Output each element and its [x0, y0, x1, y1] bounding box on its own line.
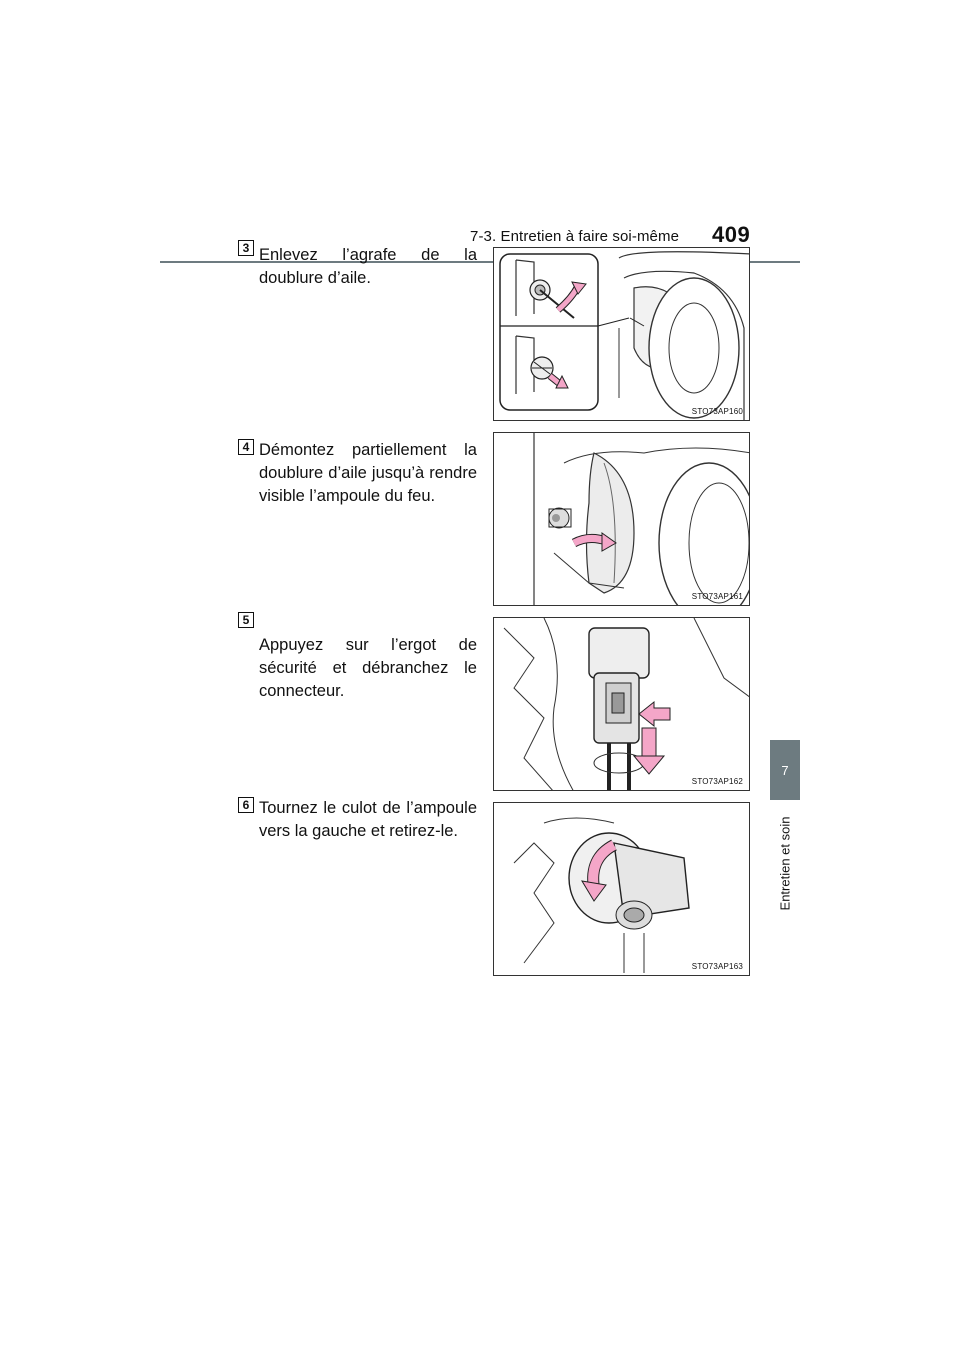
figure-step-6: STO73AP163 [493, 802, 750, 976]
page-number: 409 [712, 222, 751, 247]
figure-step-4: STO73AP161 [493, 432, 750, 606]
chapter-label: Entretien et soin [770, 808, 800, 918]
chapter-label-text: Entretien et soin [777, 816, 793, 910]
step-text-3: Enlevez l’agrafe de la doublure d’aile. [259, 246, 477, 287]
figure-code: STO73AP161 [691, 592, 743, 601]
fender-liner-removal-illustration [533, 433, 749, 605]
step-badge-3: 3 [238, 240, 254, 256]
section-title: 7-3. Entretien à faire soi-même [470, 228, 680, 245]
bulb-rotation-illustration [513, 817, 690, 973]
figure-step-3: STO73AP160 [493, 247, 750, 421]
figure-code: STO73AP160 [691, 407, 743, 416]
chapter-tab[interactable]: 7 [770, 740, 800, 800]
chapter-number: 7 [781, 762, 789, 778]
figure-step-5: STO73AP162 [493, 617, 750, 791]
step-text-6: Tournez le culot de l’ampoule vers la ga… [259, 799, 477, 840]
header-rule [160, 261, 800, 263]
step-text-4: Démontez partiellement la doublure d’ail… [259, 441, 477, 505]
figure-code: STO73AP162 [691, 777, 743, 786]
step-badge-5: 5 [238, 612, 254, 628]
step-badge-6: 6 [238, 797, 254, 813]
figure-code: STO73AP163 [691, 962, 743, 971]
connector-release-illustration [503, 618, 749, 790]
step-badge-4: 4 [238, 439, 254, 455]
fender-liner-clip-illustration [499, 251, 749, 420]
step-text-5: Appuyez sur l’ergot de sécurité et débra… [259, 636, 477, 700]
